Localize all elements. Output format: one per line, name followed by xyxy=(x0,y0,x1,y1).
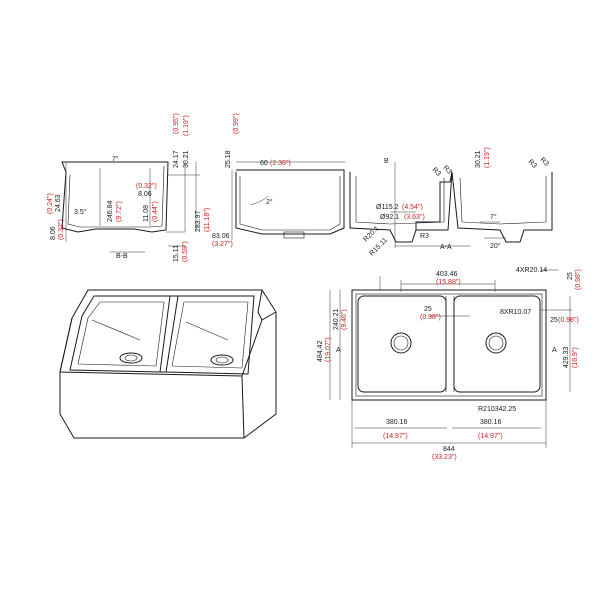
dim-30-21-in: (1.19") xyxy=(183,115,190,136)
dim-25-top-in: (0.98") xyxy=(575,269,582,290)
dim-484-42-in: (19.07") xyxy=(325,337,332,362)
dim-24-63: 24.63 xyxy=(55,194,62,212)
section-bb-label: B-B xyxy=(116,253,128,260)
dim-380-right-in: (14.97") xyxy=(478,433,503,440)
dim-246-84: 246.84 xyxy=(107,200,114,222)
dim-8-06b-in: (0.32") xyxy=(136,183,157,190)
dim-83-06-in: (3.27") xyxy=(212,241,233,248)
radius-4x: 4XR20.14 xyxy=(516,267,547,274)
radius-r3-d: R3 xyxy=(539,156,550,167)
dim-844: 844 xyxy=(443,446,455,453)
dim-24-17: 24.17 xyxy=(173,150,180,168)
radius-r3-e: R3 xyxy=(420,233,429,240)
dim-30-21-aa-in: (1.19") xyxy=(484,147,491,168)
dim-246-84-in: (9.72") xyxy=(116,201,123,222)
radius-r3-b: R3 xyxy=(442,164,453,175)
plan-view: 403.46 (15.88") 4XR20.14 25 (0.98") 25 (… xyxy=(317,267,582,461)
dim-25-18-in: (0.99") xyxy=(233,113,240,134)
section-aa-label: A-A xyxy=(440,244,452,251)
dim-8-06-in: (0.32") xyxy=(58,219,65,240)
side-view: 25.18 (0.99") 60 (2.36") 2° 83.06 (3.27"… xyxy=(212,113,345,248)
dim-24-17-in: (0.95") xyxy=(173,113,180,134)
dim-phi-115: Ø115.2 xyxy=(376,204,399,211)
dim-25-mid-in: (0.98") xyxy=(420,314,441,321)
dim-11-08: 11.08 xyxy=(143,205,150,222)
dim-60: 60 xyxy=(260,160,268,167)
dim-60-in: (2.36") xyxy=(270,160,291,167)
angle-7-aa: 7° xyxy=(490,213,497,221)
dim-283-97: 283.97 xyxy=(195,210,202,232)
radius-r15: R15.11 xyxy=(368,237,389,258)
dim-25-right-in: (0.98") xyxy=(558,317,579,324)
dim-15-11-in: (0.59") xyxy=(182,241,189,262)
angle-7-label: 7° xyxy=(112,155,119,163)
isometric-view xyxy=(59,289,277,439)
dim-phi-92: Ø92.1 xyxy=(380,214,399,221)
radius-8x: 8XR10.07 xyxy=(500,309,531,316)
radius-r3-a: R3 xyxy=(431,166,442,177)
dim-phi-115-in: (4.54") xyxy=(402,204,423,211)
dim-83-06: 83.06 xyxy=(212,233,230,240)
dim-25-right: 25 xyxy=(550,317,558,324)
dim-380-right: 380.16 xyxy=(480,419,502,426)
dim-403-46-in: (15.88") xyxy=(436,279,461,286)
dim-phi-92-in: (3.63") xyxy=(404,214,425,221)
section-a-left: A xyxy=(336,347,341,354)
section-aa-view: B R3 R3 R3 R3 R3 30.21 (1.19") Ø115.2 (4… xyxy=(349,147,553,258)
dim-8-06b: 8.06 xyxy=(138,191,152,198)
angle-3-5-label: 3.5° xyxy=(74,208,87,216)
dim-11-08-in: (0.44") xyxy=(152,201,159,222)
dim-30-21-aa: 30.21 xyxy=(475,150,482,168)
dim-25-top: 25 xyxy=(567,272,574,280)
dim-25-mid: 25 xyxy=(424,306,432,313)
dim-8-06: 8.06 xyxy=(50,226,57,240)
radius-r3-c: R3 xyxy=(527,158,538,169)
dim-30-21: 30.21 xyxy=(183,150,190,168)
angle-20-aa: 20° xyxy=(490,242,501,250)
dim-15-11: 15.11 xyxy=(173,245,180,262)
dim-24-63-in: (0.24") xyxy=(47,193,54,214)
dim-429-33: 429.33 xyxy=(563,346,570,368)
radius-r2103: R210342.25 xyxy=(478,406,516,413)
dim-429-33-in: (16.9") xyxy=(572,347,579,368)
angle-2-label: 2° xyxy=(266,198,273,206)
dim-484-42: 484.42 xyxy=(317,340,324,362)
section-b-marker: B xyxy=(384,158,389,165)
section-a-right: A xyxy=(552,347,557,354)
section-bb-view: 7° 8.06 (0.32") 24.63 (0.24") 3.5° 246.8… xyxy=(47,113,211,262)
dim-844-in: (33.23") xyxy=(432,454,457,461)
dim-380-left: 380.16 xyxy=(386,419,408,426)
dim-240-21-in: (9.46") xyxy=(341,309,348,330)
radius-r20: R20.1 xyxy=(362,225,380,243)
dim-25-18: 25.18 xyxy=(225,150,232,168)
dim-380-left-in: (14.97") xyxy=(383,433,408,440)
dim-283-97-in: (11.18") xyxy=(204,208,211,232)
dim-403-46: 403.46 xyxy=(436,271,458,278)
dim-240-21: 240.21 xyxy=(333,308,340,330)
